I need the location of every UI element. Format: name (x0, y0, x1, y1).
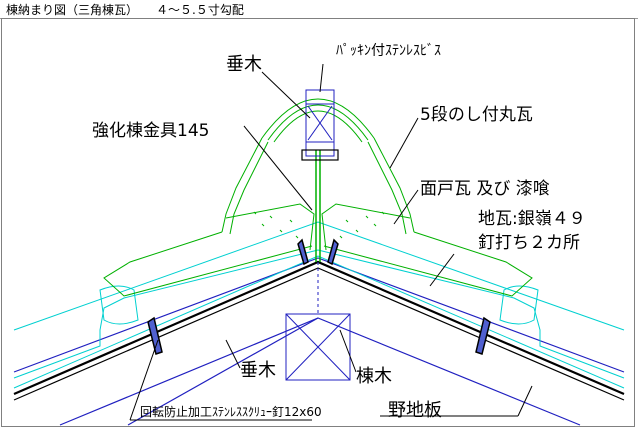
leader-munagi (339, 329, 357, 373)
round-ridge-tile-core (273, 110, 363, 143)
right-menido-outline (321, 203, 411, 251)
label-packing-screw: ﾊﾟｯｷﾝ付ｽﾃﾝﾚｽﾋﾞｽ (336, 43, 441, 59)
label-taruki-top: 垂木 (226, 54, 262, 75)
round-ridge-tile-inner (267, 104, 369, 141)
roof-tile-top-line (13, 221, 625, 331)
rafter-clamp-plate (301, 149, 339, 161)
right-edge-tile (323, 231, 533, 297)
label-taruki-bottom: 垂木 (240, 360, 276, 381)
leader-ridge-bracket (243, 125, 313, 211)
leader-taruki-bottom (225, 339, 241, 369)
label-nail: 釘打ち２カ所 (478, 233, 580, 253)
left-edge-tile (103, 231, 313, 297)
right-ground-tile-lap (499, 285, 539, 325)
sheathing-board (13, 260, 625, 401)
roof-tile-underside (13, 255, 625, 389)
ridge-beam-cross-b (285, 313, 351, 381)
label-screw-nail: 回転防止加工ｽﾃﾝﾚｽｽｸﾘｭｰ釘12x60 (140, 405, 322, 419)
right-plaster-dots (339, 211, 385, 239)
noshi-stack-right-outer (373, 137, 415, 233)
leader-nojiita (517, 385, 533, 417)
round-ridge-tile-outer (261, 98, 375, 139)
leader-jigawara (429, 253, 455, 287)
left-plaster-dots (253, 211, 299, 239)
upper-rafter-cross-b (307, 105, 333, 141)
upper-rafter-box (305, 89, 335, 157)
leader-taruki-top (261, 71, 311, 119)
left-ground-tile-lap (99, 285, 139, 325)
leader-packing-screw (319, 63, 324, 93)
noshi-stack-right-inner (367, 141, 407, 235)
left-menido-outline (225, 203, 315, 251)
screw-ridge-right (327, 238, 339, 266)
screw-eave-right (475, 316, 491, 355)
roof-tile-left-profile (13, 249, 319, 379)
ridge-beam-box (285, 313, 351, 381)
label-nojiita: 野地板 (388, 400, 442, 421)
board-top-line (13, 260, 625, 396)
ridge-tiles (103, 98, 533, 297)
noshi-stack-left-outer (221, 137, 263, 233)
label-munagi: 棟木 (356, 366, 392, 387)
title-bar: 棟納まり図（三角棟瓦） ４～５.５寸勾配 (0, 0, 638, 19)
drawing-title: 棟納まり図（三角棟瓦） ４～５.５寸勾配 (6, 3, 244, 17)
leader-menido (393, 189, 419, 225)
screw-ridge-left (297, 238, 309, 266)
rafter-outer-line (13, 257, 625, 373)
screw-eave-left (147, 316, 163, 355)
leader-screw-nail-left (129, 339, 159, 421)
leader-lines (129, 63, 533, 421)
label-ridge-bracket: 強化棟金具145 (92, 121, 210, 141)
ridge-beam-rect (285, 313, 351, 381)
label-round-tile: 5段のし付丸瓦 (420, 105, 533, 125)
screws (147, 238, 491, 355)
label-menido: 面戸瓦 及び 漆喰 (420, 179, 550, 199)
roof-tile-right-profile (317, 249, 625, 379)
roof-tiles (13, 221, 625, 389)
leader-round-tile (389, 117, 419, 169)
rafters (13, 257, 625, 426)
label-jigawara: 地瓦:銀嶺４９ (478, 209, 586, 229)
noshi-stack-left-inner (229, 141, 269, 235)
